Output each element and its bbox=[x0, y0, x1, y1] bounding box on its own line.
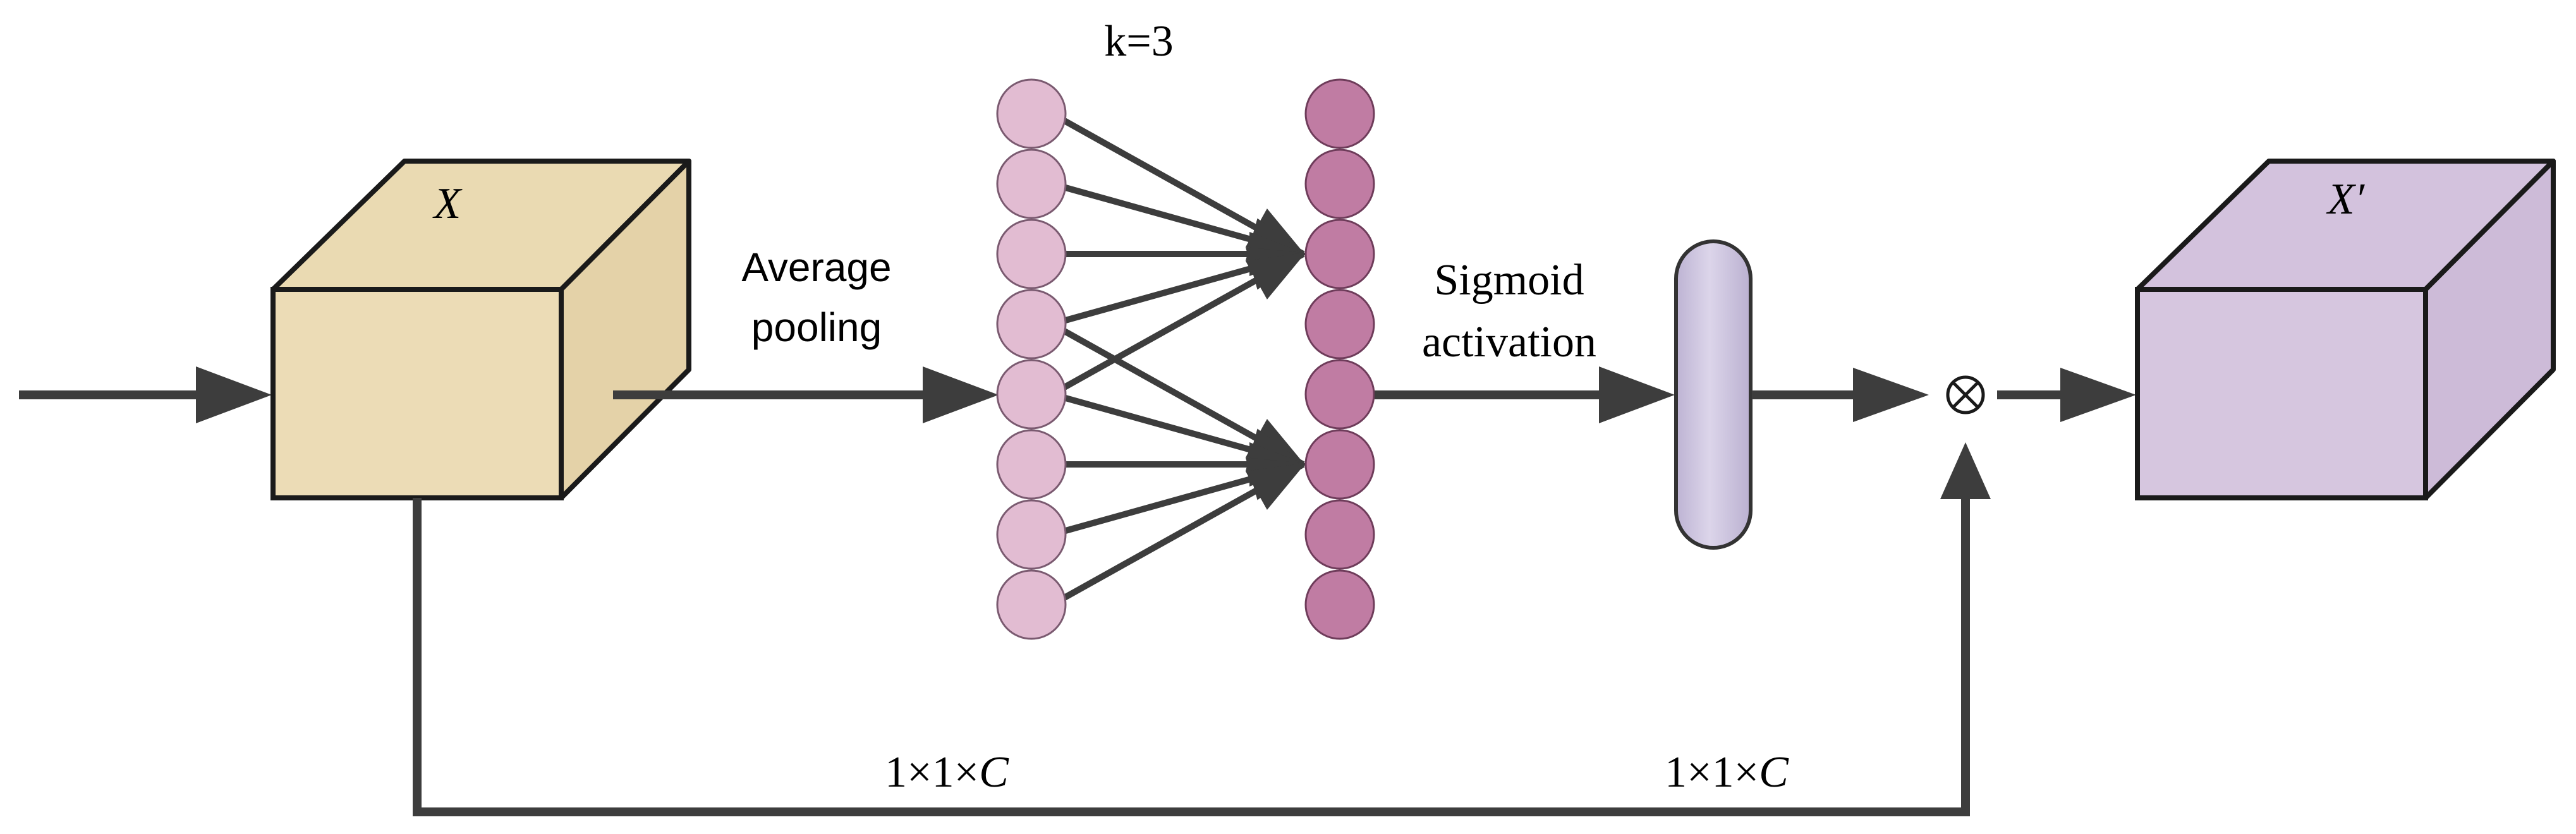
conv-output-node bbox=[1304, 148, 1375, 219]
shape-label-right: 1×1×C bbox=[1665, 748, 1789, 797]
weight-to-multiply-arrow bbox=[1752, 368, 1929, 422]
conv-output-node-column bbox=[1304, 78, 1375, 640]
average-pooling-arrow: Average pooling bbox=[613, 245, 999, 423]
kernel-size-label: k=3 bbox=[1104, 17, 1173, 66]
attention-weight-vector bbox=[1674, 239, 1753, 550]
pooled-node bbox=[996, 78, 1067, 149]
shape-label-left: 1×1×C bbox=[885, 748, 1009, 797]
sigmoid-label-line2: activation bbox=[1422, 318, 1596, 366]
multiply-to-output-arrow bbox=[1997, 368, 2136, 422]
conv-output-node bbox=[1304, 78, 1375, 149]
pooled-node bbox=[996, 499, 1067, 570]
input-cube-front-face bbox=[270, 287, 564, 500]
input-feature-cube: X bbox=[270, 159, 691, 500]
pooled-node bbox=[996, 148, 1067, 219]
conv-edge bbox=[1050, 461, 1306, 608]
conv-output-node bbox=[1304, 429, 1375, 500]
pooled-node bbox=[996, 569, 1067, 640]
conv-edge bbox=[1051, 457, 1306, 538]
pooled-node-column bbox=[996, 78, 1067, 640]
output-cube-front-face bbox=[2135, 287, 2428, 500]
skip-connection: 1×1×C 1×1×C bbox=[413, 442, 1991, 816]
average-pooling-label-line2: pooling bbox=[751, 305, 882, 350]
average-pooling-label-line1: Average bbox=[741, 245, 891, 290]
pooled-node bbox=[996, 219, 1067, 289]
output-feature-cube: X′ bbox=[2135, 159, 2556, 500]
conv-edge bbox=[1051, 247, 1306, 327]
input-arrow bbox=[19, 366, 272, 423]
conv-edge bbox=[1051, 181, 1306, 261]
conv-edge bbox=[1050, 321, 1306, 468]
pooled-node bbox=[996, 359, 1067, 430]
circled-times-icon bbox=[1946, 375, 1985, 414]
conv-output-node bbox=[1304, 569, 1375, 640]
input-cube-label: X bbox=[432, 179, 463, 228]
pooled-node bbox=[996, 429, 1067, 500]
conv-output-node bbox=[1304, 359, 1375, 430]
conv-output-node bbox=[1304, 499, 1375, 570]
sigmoid-label-line1: Sigmoid bbox=[1434, 256, 1584, 305]
conv-edge bbox=[1050, 251, 1306, 397]
sigmoid-arrow: Sigmoid activation bbox=[1375, 256, 1675, 423]
conv-output-node bbox=[1304, 289, 1375, 360]
conv-edge bbox=[1050, 111, 1306, 257]
pooled-node bbox=[996, 289, 1067, 360]
output-cube-label: X′ bbox=[2326, 175, 2366, 224]
conv-output-node bbox=[1304, 219, 1375, 289]
conv-connections bbox=[1050, 111, 1306, 608]
conv-edge bbox=[1051, 391, 1306, 471]
